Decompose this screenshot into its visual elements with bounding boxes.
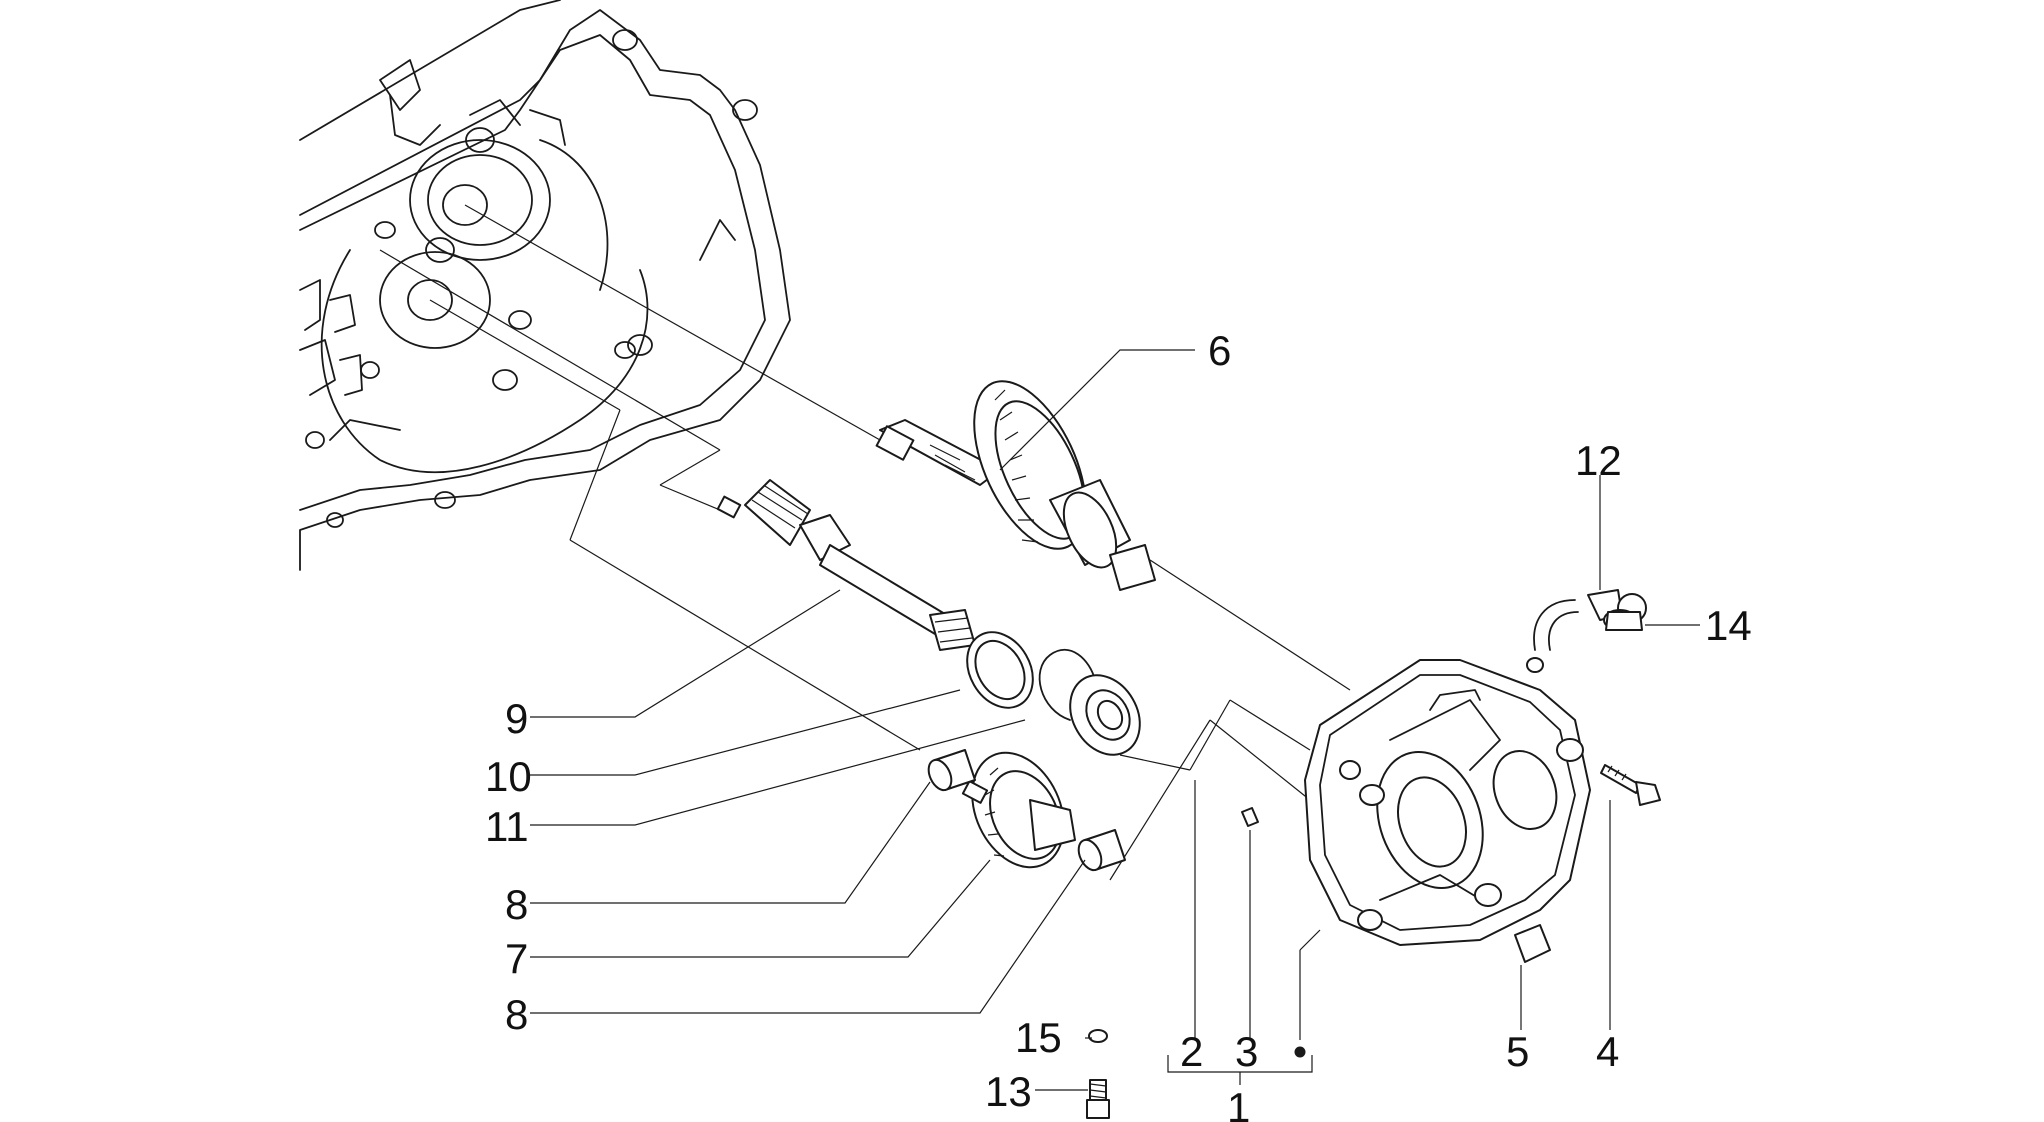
bushing-lower — [1077, 829, 1126, 872]
callout-3: 3 — [1235, 1028, 1258, 1075]
callout-2: 2 — [1180, 1028, 1203, 1075]
callout-14: 14 — [1705, 602, 1752, 649]
callout-labels: 6 12 14 9 10 11 8 7 8 15 13 2 3 1 5 4 — [485, 327, 1752, 1122]
callout-8-upper: 8 — [505, 881, 528, 928]
callout-11: 11 — [485, 803, 529, 850]
cover-screw — [1600, 764, 1661, 806]
callout-13: 13 — [985, 1068, 1032, 1115]
callout-1: 1 — [1227, 1084, 1250, 1122]
assembly-axis-lines — [379, 204, 1351, 881]
transmission-housing — [299, 0, 791, 571]
intermediate-gear — [961, 751, 1076, 869]
callout-10: 10 — [485, 753, 532, 800]
leader-lines — [530, 349, 1700, 1091]
callout-12: 12 — [1575, 437, 1622, 484]
cover-plug — [1514, 924, 1551, 963]
small-screw — [1086, 1079, 1110, 1119]
callout-4: 4 — [1596, 1028, 1619, 1075]
driven-shaft-gear — [875, 380, 1156, 591]
hose-clamp — [1603, 609, 1643, 631]
circlip — [1038, 648, 1096, 721]
callout-15: 15 — [1015, 1014, 1062, 1061]
callout-5: 5 — [1506, 1028, 1529, 1075]
callout-7: 7 — [505, 935, 528, 982]
callout-9: 9 — [505, 695, 528, 742]
gear-cover — [1304, 657, 1591, 946]
ball-bearing — [1069, 674, 1141, 756]
pinion-shaft — [716, 479, 976, 651]
callout-8-lower: 8 — [505, 991, 528, 1038]
dowel-pin — [1241, 807, 1259, 827]
bushing-upper — [927, 749, 976, 792]
small-washer — [1088, 1029, 1108, 1043]
callout-6: 6 — [1208, 327, 1231, 374]
shim-washer-inner — [974, 639, 1026, 701]
